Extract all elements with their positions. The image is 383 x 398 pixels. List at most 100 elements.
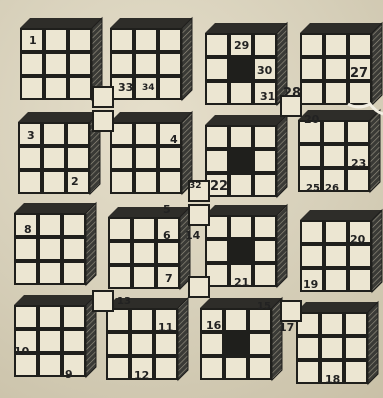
- letter-cell: [231, 175, 251, 195]
- letter-cell: [326, 222, 346, 242]
- letter-cell: [350, 246, 370, 266]
- letter-cell: [207, 59, 227, 79]
- letter-cell: [68, 124, 88, 144]
- clue-number: 2: [71, 176, 79, 187]
- letter-cell: [250, 310, 270, 330]
- letter-cell: [64, 331, 84, 351]
- letter-cell: [255, 151, 275, 171]
- letter-cell: [132, 334, 152, 354]
- letter-cell: [40, 331, 60, 351]
- letter-cell: [40, 215, 60, 235]
- letter-cell: [136, 172, 156, 192]
- letter-cell: [348, 170, 368, 190]
- clue-number: 28: [283, 87, 301, 100]
- clue-number: 32: [189, 182, 202, 191]
- letter-cell: [207, 35, 227, 55]
- clue-number: 9: [65, 369, 73, 380]
- letter-cell: [70, 30, 90, 50]
- letter-cell: [302, 35, 322, 55]
- letter-cell: [156, 334, 176, 354]
- letter-cell: [326, 59, 346, 79]
- cube-top-face: [108, 207, 190, 217]
- letter-cell: [326, 246, 346, 266]
- letter-cell: [255, 127, 275, 147]
- cube-top-face: [110, 18, 192, 28]
- black-cell: [226, 334, 246, 354]
- clue-number: 29: [234, 40, 249, 51]
- letter-cell: [207, 127, 227, 147]
- letter-cell: [231, 127, 251, 147]
- letter-cell: [108, 334, 128, 354]
- letter-cell: [231, 217, 251, 237]
- letter-cell: [156, 358, 176, 378]
- clue-number: 1: [29, 35, 37, 46]
- letter-cell: [255, 217, 275, 237]
- letter-cell: [112, 172, 132, 192]
- letter-cell: [16, 307, 36, 327]
- letter-cell: [322, 338, 342, 358]
- letter-cell: [112, 124, 132, 144]
- cube-top-face: [300, 23, 382, 33]
- cube-top-face: [20, 18, 102, 28]
- cube-side-face: [368, 302, 378, 384]
- clue-number: 17: [279, 322, 294, 333]
- clue-number: 30: [257, 65, 272, 76]
- clue-number: 26: [325, 184, 339, 194]
- letter-cell: [350, 35, 370, 55]
- letter-cell: [255, 241, 275, 261]
- cube-side-face: [277, 115, 287, 197]
- letter-cell: [40, 307, 60, 327]
- letter-cell: [202, 358, 222, 378]
- letter-cell: [324, 122, 344, 142]
- letter-cell: [302, 59, 322, 79]
- clue-number: 3: [27, 130, 35, 141]
- clue-number: 20: [304, 114, 319, 125]
- clue-number: 23: [351, 158, 366, 169]
- cube-top-face: [205, 115, 287, 125]
- letter-cell: [160, 30, 180, 50]
- letter-cell: [16, 355, 36, 375]
- clue-number: 25: [306, 184, 320, 194]
- letter-cell: [112, 54, 132, 74]
- letter-cell: [255, 265, 275, 285]
- letter-cell: [132, 310, 152, 330]
- letter-cell: [70, 78, 90, 98]
- letter-cell: [16, 239, 36, 259]
- letter-cell: [158, 243, 178, 263]
- clue-number: 33: [118, 82, 133, 93]
- clue-number: 10: [14, 346, 29, 357]
- letter-cell: [134, 243, 154, 263]
- letter-cell: [136, 148, 156, 168]
- clue-number: 21: [234, 277, 249, 288]
- black-cell: [231, 59, 251, 79]
- letter-cell: [202, 334, 222, 354]
- cube-top-face: [296, 302, 378, 312]
- connector-cell: [94, 112, 112, 130]
- connector-cell: [190, 278, 208, 296]
- clue-number: 6: [163, 230, 171, 241]
- letter-cell: [68, 148, 88, 168]
- cube-top-face: [205, 23, 287, 33]
- letter-cell: [22, 54, 42, 74]
- letter-cell: [324, 146, 344, 166]
- clue-number: 4: [170, 134, 178, 145]
- cube-side-face: [370, 110, 380, 192]
- letter-cell: [207, 83, 227, 103]
- letter-cell: [44, 148, 64, 168]
- cube-side-face: [182, 18, 192, 100]
- clue-number: 14: [185, 230, 200, 241]
- letter-cell: [346, 314, 366, 334]
- letter-cell: [250, 358, 270, 378]
- letter-cell: [226, 358, 246, 378]
- clue-number: 13: [117, 297, 131, 307]
- letter-cell: [46, 54, 66, 74]
- cube-top-face: [205, 205, 287, 215]
- clue-number: 15: [257, 302, 271, 312]
- letter-cell: [160, 172, 180, 192]
- clue-number: 5: [163, 204, 171, 215]
- letter-cell: [302, 246, 322, 266]
- letter-cell: [326, 83, 346, 103]
- clue-number: 22: [210, 180, 228, 193]
